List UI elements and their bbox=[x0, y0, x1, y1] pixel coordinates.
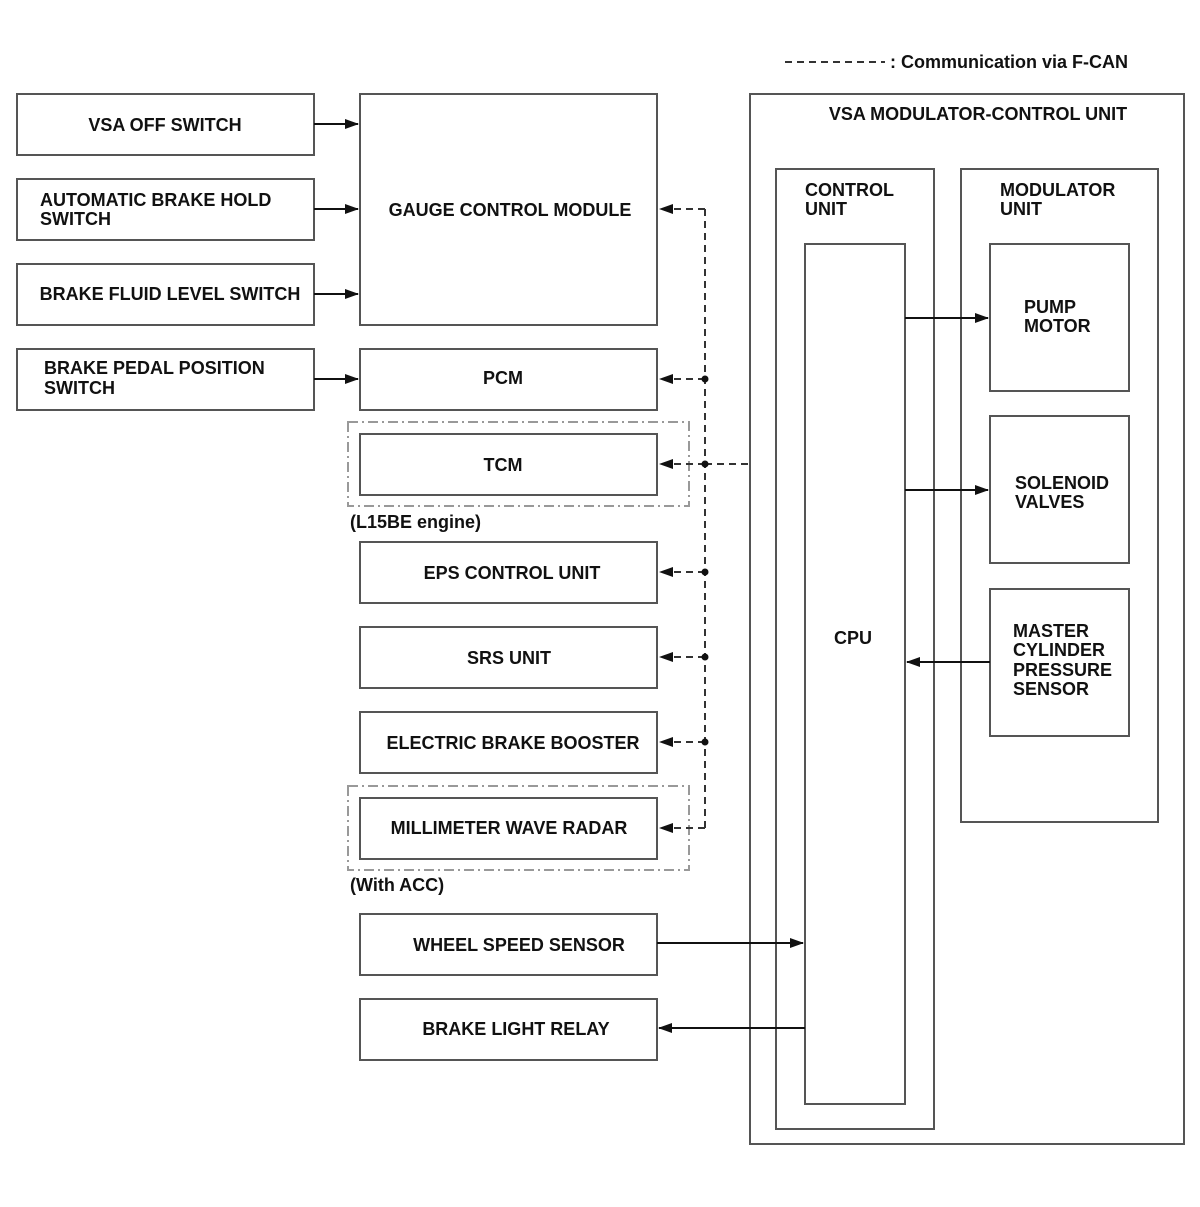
srs-unit-label: SRS UNIT bbox=[467, 648, 551, 668]
master-cylinder-label-3: PRESSURE bbox=[1013, 660, 1112, 680]
gauge-control-module-label: GAUGE CONTROL MODULE bbox=[389, 200, 632, 220]
tcm-label: TCM bbox=[484, 455, 523, 475]
auto-brake-hold-switch-label-2: SWITCH bbox=[40, 209, 111, 229]
modulator-unit-label-2: UNIT bbox=[1000, 199, 1042, 219]
wheel-speed-sensor-box: WHEEL SPEED SENSOR bbox=[359, 913, 658, 976]
electric-brake-booster-box: ELECTRIC BRAKE BOOSTER bbox=[359, 711, 658, 774]
master-cylinder-label-1: MASTER bbox=[1013, 621, 1089, 641]
electric-brake-booster-label: ELECTRIC BRAKE BOOSTER bbox=[386, 733, 639, 753]
tcm-note: (L15BE engine) bbox=[350, 512, 481, 532]
legend: : Communication via F-CAN bbox=[785, 52, 1128, 72]
srs-unit-box: SRS UNIT bbox=[359, 626, 658, 689]
pcm-label: PCM bbox=[483, 368, 523, 388]
brake-light-relay-label: BRAKE LIGHT RELAY bbox=[422, 1019, 609, 1039]
brake-pedal-position-switch-box: BRAKE PEDAL POSITION SWITCH bbox=[16, 348, 315, 411]
pump-motor-box: PUMP MOTOR bbox=[989, 243, 1130, 392]
control-unit-label-1: CONTROL bbox=[805, 180, 894, 200]
brake-fluid-level-switch-box: BRAKE FLUID LEVEL SWITCH bbox=[16, 263, 315, 326]
master-cylinder-label-4: SENSOR bbox=[1013, 679, 1089, 699]
pump-motor-label-2: MOTOR bbox=[1024, 316, 1091, 336]
millimeter-wave-radar-box: MILLIMETER WAVE RADAR bbox=[359, 797, 658, 860]
auto-brake-hold-switch-box: AUTOMATIC BRAKE HOLD SWITCH bbox=[16, 178, 315, 241]
brake-pedal-position-switch-label-1: BRAKE PEDAL POSITION bbox=[44, 358, 265, 378]
can-junction-pcm bbox=[701, 375, 709, 383]
can-junction-booster bbox=[701, 738, 709, 746]
can-junction-srs bbox=[701, 653, 709, 661]
millimeter-wave-radar-label: MILLIMETER WAVE RADAR bbox=[391, 818, 628, 838]
modulator-unit-label-1: MODULATOR bbox=[1000, 180, 1115, 200]
brake-fluid-level-switch-label: BRAKE FLUID LEVEL SWITCH bbox=[40, 284, 301, 304]
vsa-off-switch-label: VSA OFF SWITCH bbox=[88, 115, 241, 135]
solenoid-valves-label-1: SOLENOID bbox=[1015, 473, 1109, 493]
solenoid-valves-label-2: VALVES bbox=[1015, 492, 1084, 512]
pcm-box: PCM bbox=[359, 348, 658, 411]
eps-control-unit-label: EPS CONTROL UNIT bbox=[424, 563, 601, 583]
cpu-label: CPU bbox=[834, 628, 872, 648]
master-cylinder-pressure-sensor-box: MASTER CYLINDER PRESSURE SENSOR bbox=[989, 588, 1130, 737]
brake-pedal-position-switch-label-2: SWITCH bbox=[44, 378, 115, 398]
control-unit-label-2: UNIT bbox=[805, 199, 847, 219]
can-junction-tcm bbox=[701, 460, 709, 468]
radar-note: (With ACC) bbox=[350, 875, 444, 895]
brake-light-relay-box: BRAKE LIGHT RELAY bbox=[359, 998, 658, 1061]
solenoid-valves-box: SOLENOID VALVES bbox=[989, 415, 1130, 564]
cpu-box: CPU bbox=[804, 243, 906, 1105]
vsa-title: VSA MODULATOR-CONTROL UNIT bbox=[829, 104, 1127, 124]
eps-control-unit-box: EPS CONTROL UNIT bbox=[359, 541, 658, 604]
auto-brake-hold-switch-label-1: AUTOMATIC BRAKE HOLD bbox=[40, 190, 271, 210]
legend-text: : Communication via F-CAN bbox=[890, 52, 1128, 72]
vsa-off-switch-box: VSA OFF SWITCH bbox=[16, 93, 315, 156]
master-cylinder-label-2: CYLINDER bbox=[1013, 640, 1105, 660]
tcm-box: TCM bbox=[359, 433, 658, 496]
gauge-control-module-box: GAUGE CONTROL MODULE bbox=[359, 93, 658, 326]
wheel-speed-sensor-label: WHEEL SPEED SENSOR bbox=[413, 935, 625, 955]
can-junction-eps bbox=[701, 568, 709, 576]
pump-motor-label-1: PUMP bbox=[1024, 297, 1076, 317]
